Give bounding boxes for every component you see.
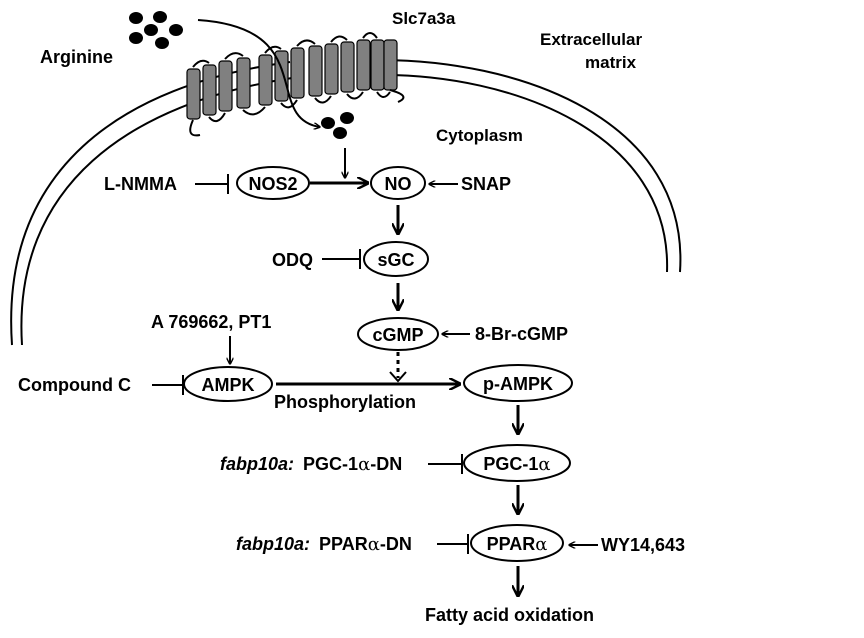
sgc-label: sGC <box>377 250 414 270</box>
transmembrane-helix <box>218 60 233 112</box>
transmembrane-helix <box>308 45 323 97</box>
pgc-1a-label: PGC-1α <box>483 454 550 475</box>
arginine-molecules-icon <box>129 11 183 49</box>
transmembrane-helix <box>202 64 217 116</box>
transporter-loop <box>192 32 391 123</box>
compound-c-label: Compound C <box>18 375 131 395</box>
cell-membrane-inner <box>20 77 293 346</box>
pgc-dn-alpha: α <box>358 454 370 475</box>
transporter-tail <box>389 89 405 103</box>
ppar-a-alpha: α <box>535 534 547 555</box>
pgc-dn-prefix: fabp10a: <box>220 454 294 474</box>
transmembrane-helix <box>274 50 289 102</box>
br-cgmp-label: 8-Br-cGMP <box>475 324 568 344</box>
ppar-a-text: PPAR <box>487 534 536 554</box>
pgc-1a-text: PGC-1 <box>483 454 538 474</box>
cell-membrane-right-inner <box>379 73 669 273</box>
nos2-node <box>236 166 310 200</box>
nos2-label: NOS2 <box>248 174 297 194</box>
ppar-dn-inhibition <box>437 534 469 554</box>
ppar-dn-text-a: PPAR <box>319 534 368 554</box>
pgc-dn-label: fabp10a: PGC-1α-DN <box>220 454 402 475</box>
snap-label: SNAP <box>461 174 511 194</box>
arginine-intracellular-icon <box>321 112 354 139</box>
p-ampk-node <box>463 364 573 402</box>
l-nmma-label: L-NMMA <box>104 174 177 194</box>
phosphorylation-label: Phosphorylation <box>274 392 416 412</box>
cell-membrane-right-outer <box>371 58 682 273</box>
cgmp-dotted-arrowhead <box>389 371 407 383</box>
ppar-dn-text-b: -DN <box>380 534 412 554</box>
ppar-a-label: PPARα <box>487 534 548 555</box>
arginine-label: Arginine <box>40 47 113 67</box>
cytoplasm-label: Cytoplasm <box>436 126 523 145</box>
transmembrane-helix <box>340 41 355 93</box>
cgmp-node <box>357 317 439 351</box>
ppar-dn-prefix: fabp10a: <box>236 534 310 554</box>
pgc-dn-text-a: PGC-1 <box>303 454 358 474</box>
transport-arrow <box>197 19 320 127</box>
ppar-dn-label: fabp10a: PPARα-DN <box>236 534 412 555</box>
transmembrane-helix <box>324 43 339 95</box>
l-nmma-inhibition <box>195 174 229 194</box>
transmembrane-helix <box>258 54 273 106</box>
transmembrane-helix <box>290 47 305 99</box>
transporter-tail <box>189 119 201 137</box>
compound-c-inhibition <box>152 375 184 395</box>
transmembrane-helix <box>186 68 201 120</box>
extracellular-label: Extracellular <box>540 30 642 49</box>
pgc-dn-text-b: -DN <box>370 454 402 474</box>
wy14643-label: WY14,643 <box>601 535 685 555</box>
pgc-1a-node <box>463 444 571 482</box>
transmembrane-helix <box>356 39 371 91</box>
odq-inhibition <box>322 249 361 269</box>
matrix-label: matrix <box>585 53 637 72</box>
pgc-1a-alpha: α <box>538 454 550 475</box>
ampk-activators-label: A 769662, PT1 <box>151 312 271 332</box>
p-ampk-label: p-AMPK <box>483 374 553 394</box>
transmembrane-helix <box>236 57 251 109</box>
no-node <box>370 166 426 200</box>
cgmp-label: cGMP <box>372 325 423 345</box>
ppar-dn-alpha: α <box>368 534 380 555</box>
pgc-dn-inhibition <box>428 454 463 474</box>
slc7a3a-label: Slc7a3a <box>392 9 456 28</box>
transmembrane-helix <box>383 39 398 91</box>
transmembrane-helix <box>370 39 385 91</box>
no-label: NO <box>385 174 412 194</box>
odq-label: ODQ <box>272 250 313 270</box>
ampk-label: AMPK <box>202 375 255 395</box>
fatty-acid-oxidation-label: Fatty acid oxidation <box>425 605 594 625</box>
slc7a3a-transporter-icon <box>186 32 405 137</box>
ampk-node <box>183 366 273 402</box>
sgc-node <box>363 241 429 277</box>
ppar-a-node <box>470 524 564 562</box>
